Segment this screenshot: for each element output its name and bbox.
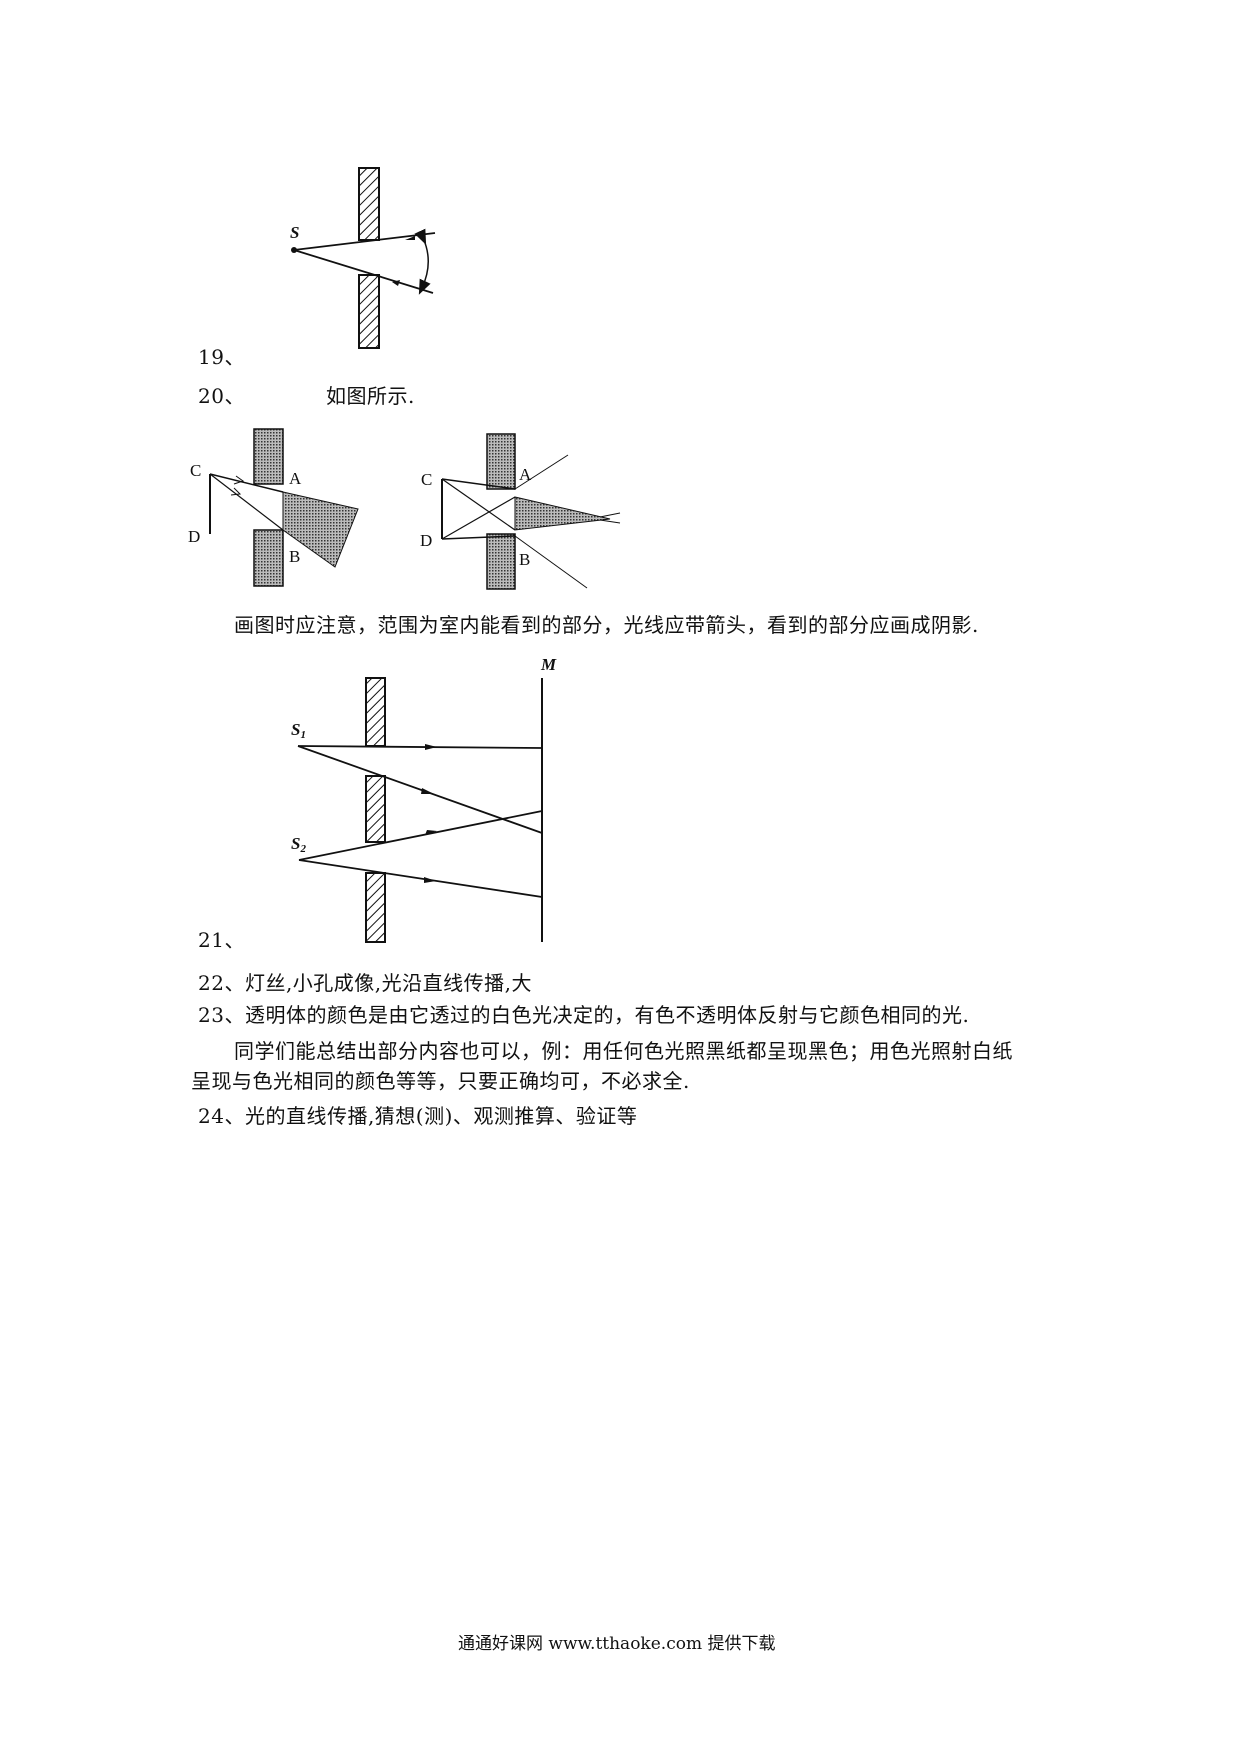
figure-21: M S1 S2 [291,655,557,943]
svg-text:B: B [519,550,530,569]
figure-19: S [290,167,436,349]
figure-20-left: C D A B [188,428,359,587]
item-23-note-line1: 同学们能总结出部分内容也可以，例：用任何色光照黑纸都呈现黑色；用色光照射白纸 [234,1039,1013,1063]
figure-20-right: C D A B [420,433,621,590]
svg-text:S2: S2 [291,834,306,855]
footer-source: 通通好课网 www.tthaoke.com 提供下载 [458,1634,776,1654]
item-21-number: 21、 [198,928,245,952]
item-23-note-line2: 呈现与色光相同的颜色等等，只要正确均可，不必求全. [191,1069,690,1093]
item-23-text: 23、透明体的颜色是由它透过的白色光决定的，有色不透明体反射与它颜色相同的光. [198,1003,970,1027]
ray-lower [293,249,434,294]
svg-text:B: B [289,547,300,566]
svg-text:D: D [420,531,432,550]
svg-text:A: A [519,465,532,484]
barrier-top [358,167,380,241]
svg-text:M: M [540,655,557,674]
svg-text:C: C [421,470,432,489]
angle-arc [414,228,431,295]
ray-upper [293,232,436,251]
item-20-number: 20、 [198,384,245,408]
item-20-text: 如图所示. [326,384,415,408]
svg-text:C: C [190,461,201,480]
item-24-text: 24、光的直线传播,猜想(测)、观测推算、验证等 [198,1104,638,1128]
svg-text:S1: S1 [291,720,306,741]
item-22-text: 22、灯丝,小孔成像,光沿直线传播,大 [198,971,533,995]
barrier-bottom [358,274,380,349]
svg-text:A: A [289,469,302,488]
item-20-note: 画图时应注意，范围为室内能看到的部分，光线应带箭头，看到的部分应画成阴影. [234,613,979,637]
svg-text:D: D [188,527,200,546]
source-label: S [290,223,299,242]
item-19-number: 19、 [198,345,245,369]
